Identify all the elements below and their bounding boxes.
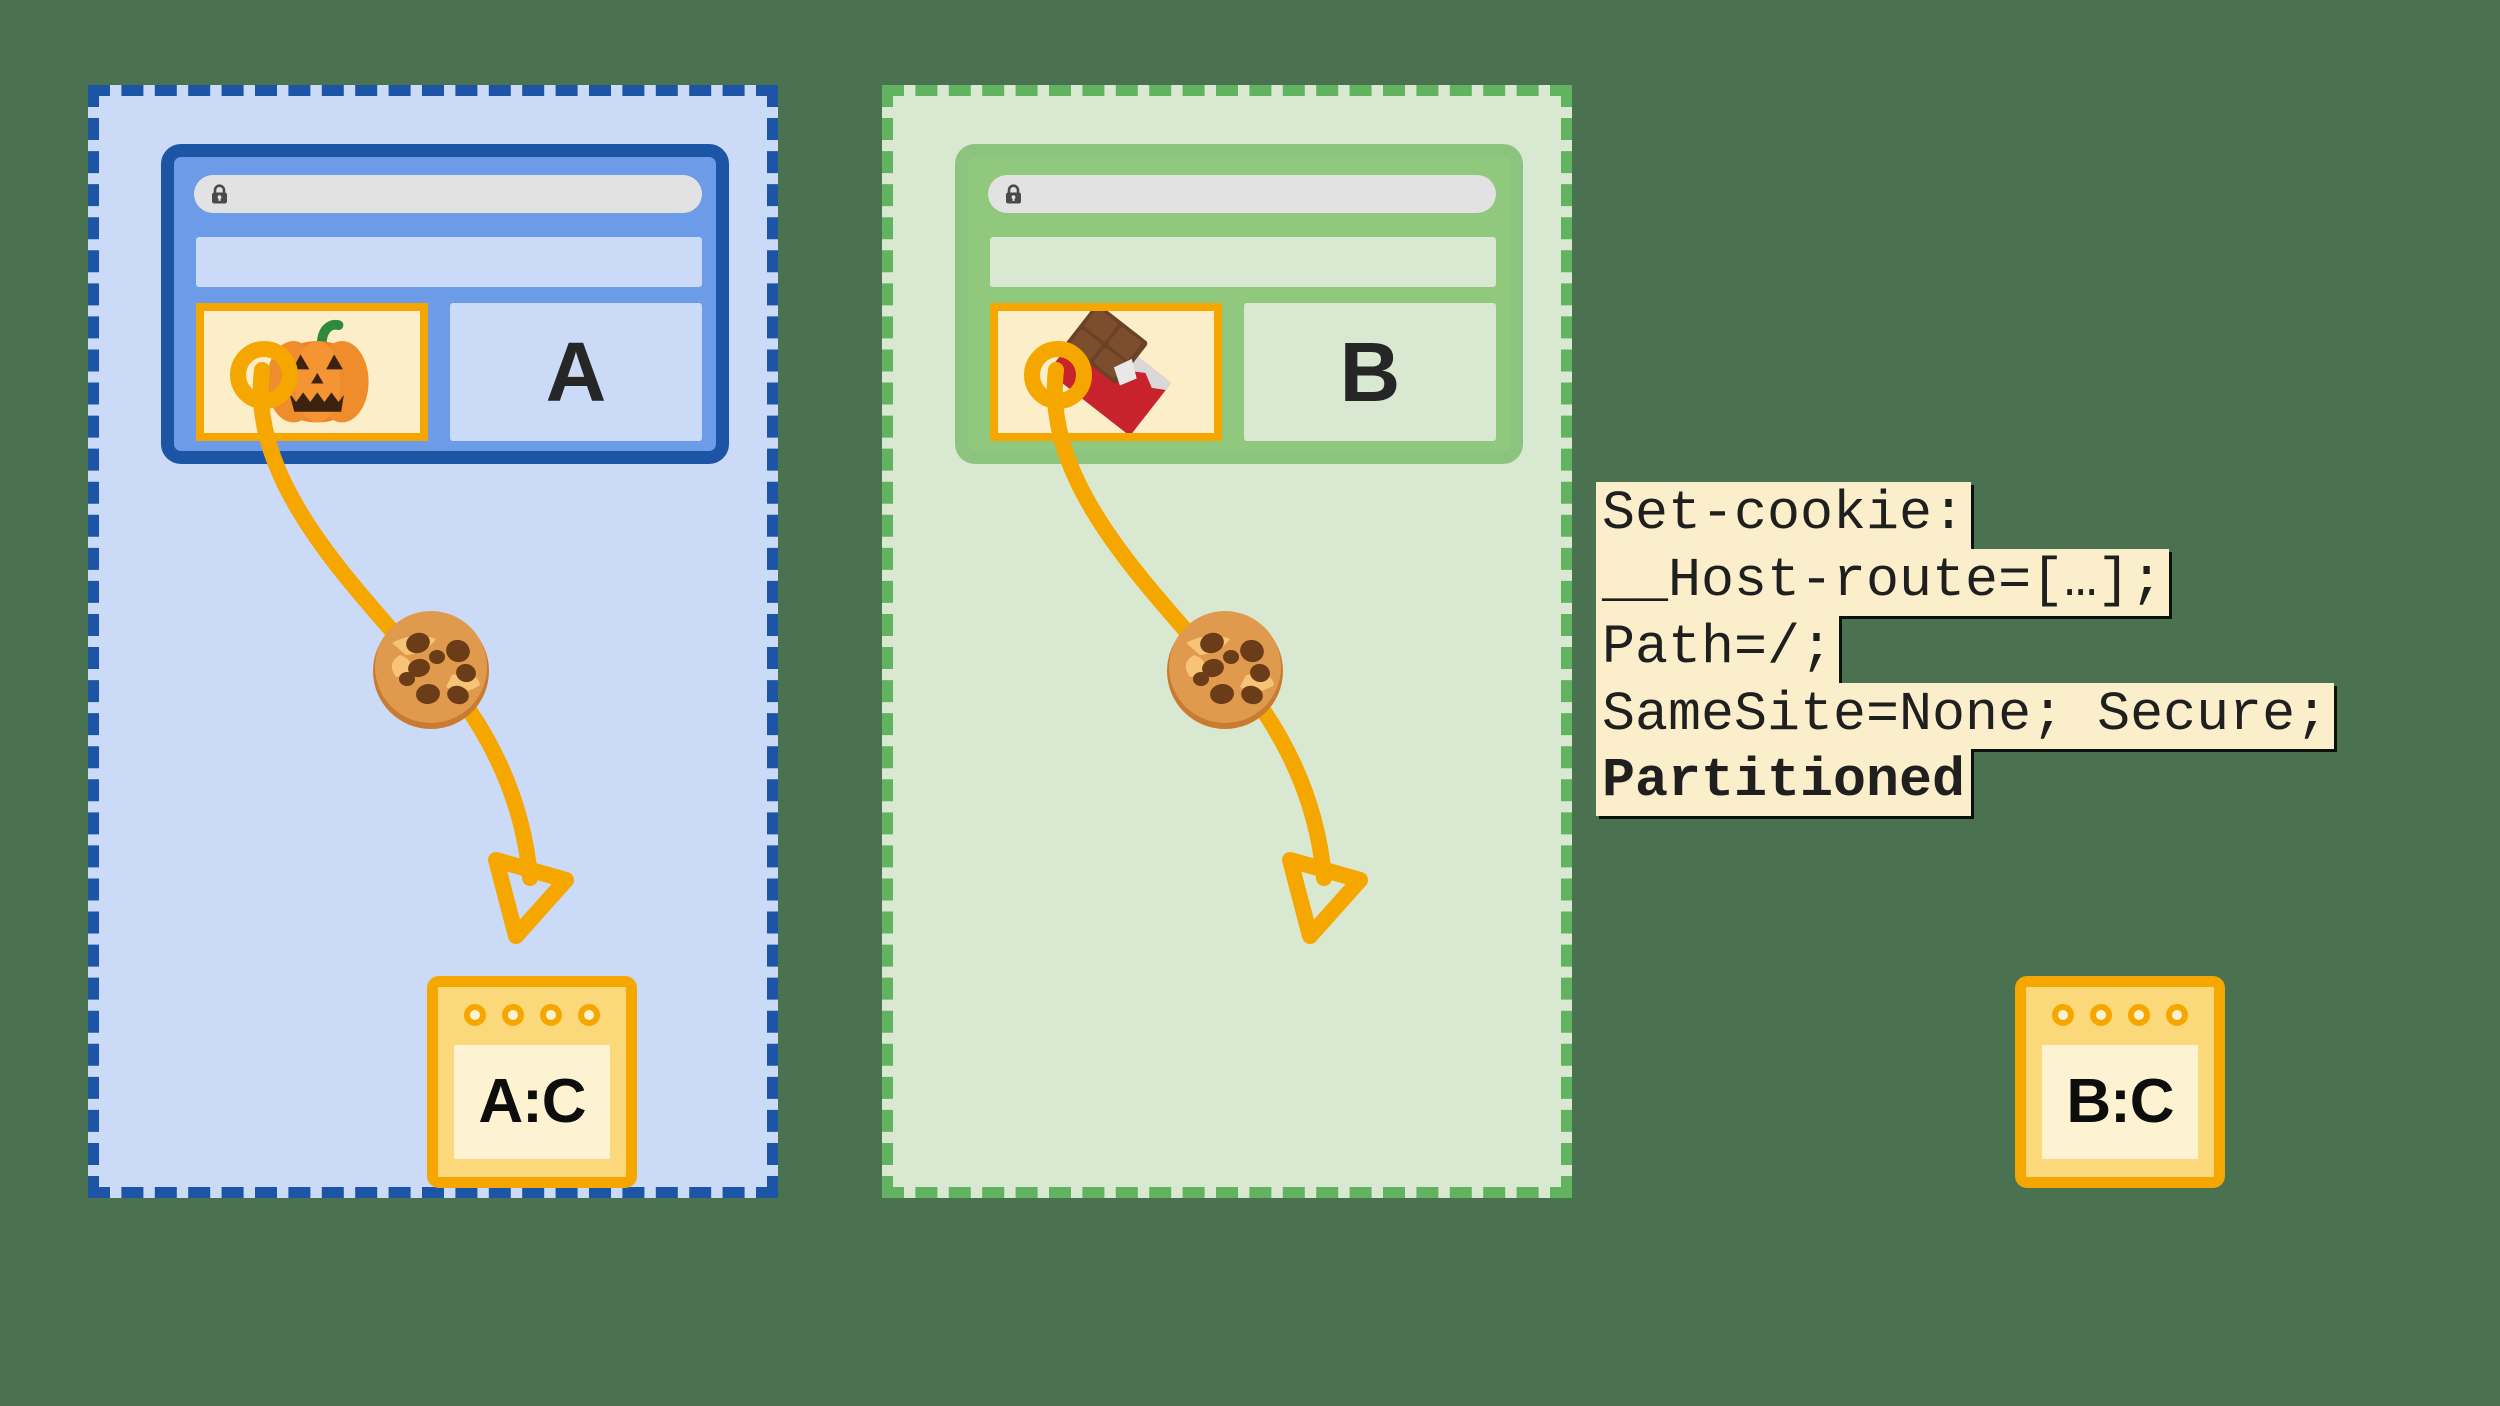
code-line-partitioned: Partitioned (1596, 749, 1972, 817)
chocolate-bar-icon (1049, 311, 1172, 433)
code-line: Path=/; (1596, 615, 1840, 683)
address-bar-a[interactable] (194, 175, 702, 213)
browser-window-b: B (955, 144, 1523, 464)
jar-hole (2166, 1004, 2188, 1026)
set-cookie-code-block: Set-cookie: __Host-route=[…]; Path=/; Sa… (1596, 482, 2335, 817)
cookie-icon (373, 611, 489, 729)
page-letter-box-b: B (1244, 303, 1496, 441)
code-line: SameSite=None; Secure; (1596, 682, 2335, 750)
page-content-strip-a (196, 237, 702, 287)
cookie-jar-b: B:C (2015, 976, 2225, 1188)
jar-hole (578, 1004, 600, 1026)
browser-window-a: A (161, 144, 729, 464)
jack-o-lantern-icon (266, 319, 369, 423)
cookie-jar-lid-b (2026, 987, 2214, 1043)
code-line: __Host-route=[…]; (1596, 548, 2170, 616)
embedded-iframe-b (990, 303, 1222, 441)
lock-icon (212, 183, 227, 203)
page-letter-b: B (1339, 325, 1401, 419)
storage-label-a: A:C (478, 1067, 586, 1136)
storage-label-b: B:C (2066, 1067, 2174, 1136)
page-letter-a: A (545, 325, 607, 419)
jar-hole (540, 1004, 562, 1026)
jar-hole (2052, 1004, 2074, 1026)
jar-hole (502, 1004, 524, 1026)
jar-hole (2090, 1004, 2112, 1026)
cookie-jar-lid-a (438, 987, 626, 1043)
lock-icon (1006, 183, 1021, 203)
page-content-strip-b (990, 237, 1496, 287)
embedded-iframe-a (196, 303, 428, 441)
code-line: Set-cookie: (1596, 482, 1972, 549)
page-letter-box-a: A (450, 303, 702, 441)
cookie-jar-body-b: B:C (2042, 1045, 2198, 1159)
cookie-icon (1167, 611, 1283, 729)
jar-hole (2128, 1004, 2150, 1026)
jar-hole (464, 1004, 486, 1026)
address-bar-b[interactable] (988, 175, 1496, 213)
cookie-jar-body-a: A:C (454, 1045, 610, 1159)
cookie-jar-a: A:C (427, 976, 637, 1188)
